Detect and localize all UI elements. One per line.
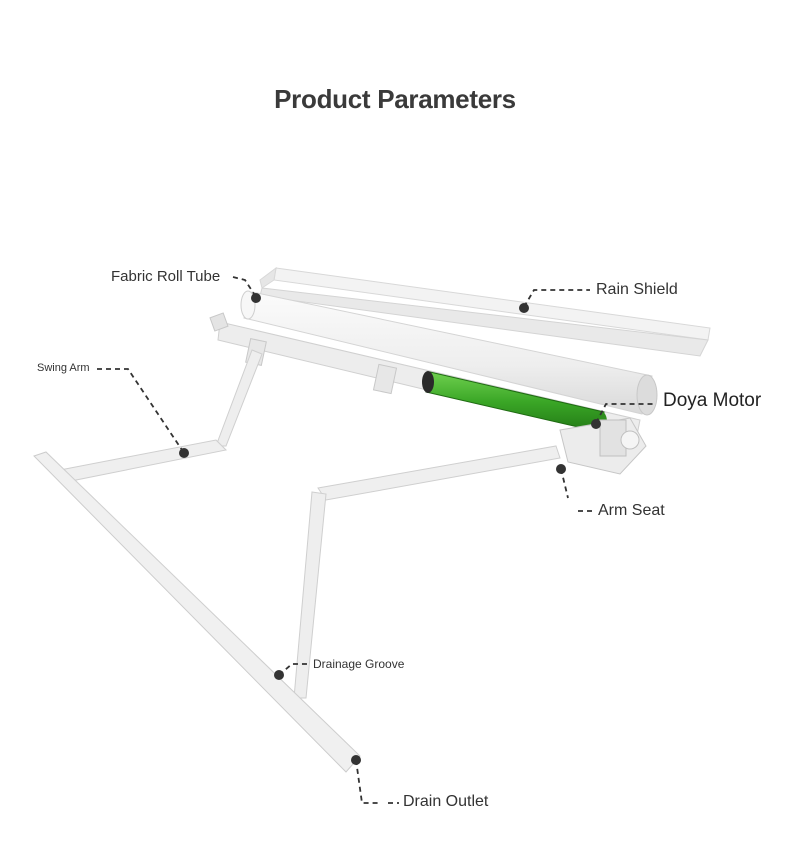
fabric-roll-tube-dot — [251, 293, 261, 303]
right-swing-arm-part — [293, 445, 561, 699]
label-arm-seat: Arm Seat — [598, 502, 665, 519]
page-title: Product Parameters — [274, 84, 516, 114]
rain-shield-part — [259, 266, 711, 357]
fabric-roll-tube-leader — [232, 276, 257, 298]
drainage-groove-leader — [278, 663, 310, 676]
drain-outlet-leader — [355, 759, 380, 804]
left-swing-arm-part — [59, 349, 263, 483]
callout-lines — [97, 276, 656, 804]
label-rain-shield: Rain Shield — [596, 281, 678, 298]
swing-arm-dot — [179, 448, 189, 458]
label-swing-arm: Swing Arm — [37, 362, 90, 374]
rain-shield-dot — [519, 303, 529, 313]
label-doya-motor: Doya Motor — [663, 390, 762, 411]
drainage-groove-dot — [274, 670, 284, 680]
fabric-roll-tube-part — [240, 290, 658, 416]
arm-seat-part — [559, 417, 647, 475]
doya-motor-dot — [591, 419, 601, 429]
label-drain-outlet: Drain Outlet — [403, 793, 489, 810]
label-drainage-groove: Drainage Groove — [313, 657, 405, 671]
rain-shield-leader — [523, 289, 590, 308]
label-fabric-roll-tube: Fabric Roll Tube — [111, 268, 221, 285]
doya-motor-leader — [595, 403, 656, 424]
callout-dots — [179, 293, 601, 765]
arm-seat-dot — [556, 464, 566, 474]
front-bar-part — [33, 451, 364, 773]
swing-arm-leader — [97, 368, 185, 454]
drain-outlet-dot — [351, 755, 361, 765]
